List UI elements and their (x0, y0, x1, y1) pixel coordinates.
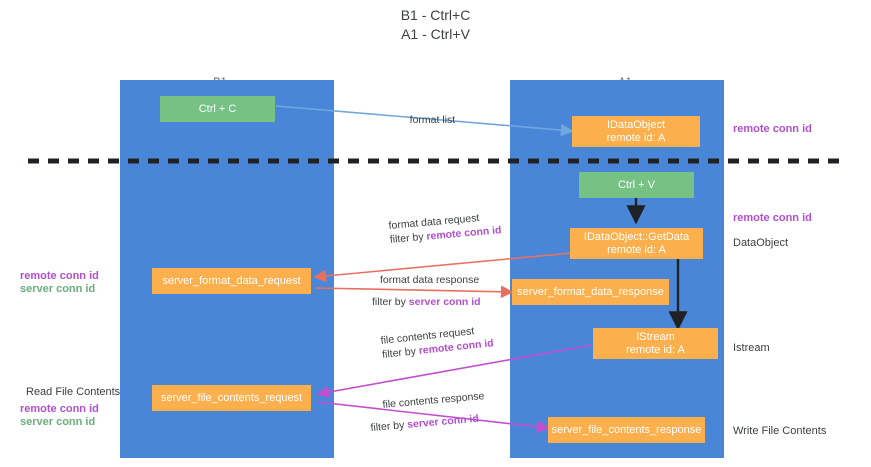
annotation-write-file-contents: Write File Contents (733, 425, 827, 437)
edge-label-format-data-response: format data response filter by server co… (372, 273, 481, 309)
annotation-istream: Istream (733, 342, 770, 354)
edge-label-file-contents-response-filter: filter by server conn id (370, 411, 487, 435)
node-getdata-subtitle: remote id: A (607, 243, 666, 256)
filter-prefix: filter by (372, 296, 409, 308)
node-server-file-contents-request-label: server_file_contents_request (160, 391, 303, 404)
node-server-file-contents-request[interactable]: server_file_contents_request (152, 385, 311, 411)
filter-prefix: filter by (389, 230, 427, 246)
node-server-format-data-response-label: server_format_data_response (517, 285, 664, 298)
annotation-left-server-conn-id-2: server conn id (20, 416, 96, 428)
node-ctrl-c[interactable]: Ctrl + C (160, 96, 275, 122)
node-server-file-contents-response[interactable]: server_file_contents_response (548, 417, 705, 443)
node-ctrl-v[interactable]: Ctrl + V (579, 172, 694, 198)
node-idataobject[interactable]: IDataObject remote id: A (572, 116, 700, 147)
filter-prefix: filter by (370, 418, 408, 435)
filter-key-server-conn-id: server conn id (408, 296, 481, 308)
edge-label-file-contents-response: file contents response filter by server … (370, 389, 487, 434)
node-idataobject-title: IDataObject (606, 118, 666, 131)
edge-label-format-list: format list (398, 99, 456, 141)
page-title: B1 - Ctrl+C A1 - Ctrl+V (400, 7, 471, 42)
edge-label-format-data-response-filter: filter by server conn id (372, 295, 481, 309)
node-server-format-data-response[interactable]: server_format_data_response (512, 279, 669, 305)
node-server-format-data-request-label: server_format_data_request (162, 274, 301, 287)
node-server-format-data-request[interactable]: server_format_data_request (152, 268, 311, 294)
annotation-left-remote-conn-id-2: remote conn id (20, 403, 99, 415)
node-getdata-title: IDataObject::GetData (583, 230, 690, 243)
edge-label-file-contents-request: file contents request filter by remote c… (380, 322, 494, 362)
annotation-remote-conn-id-top: remote conn id (733, 123, 812, 135)
annotation-left-server-conn-id: server conn id (20, 283, 96, 295)
node-ctrl-v-label: Ctrl + V (618, 178, 655, 191)
filter-prefix: filter by (381, 345, 420, 361)
node-idataobject-subtitle: remote id: A (606, 131, 666, 144)
annotation-read-file-contents: Read File Contents (26, 386, 121, 398)
node-istream-title: IStream (636, 330, 675, 343)
node-istream-subtitle: remote id: A (626, 343, 685, 356)
edge-label-format-data-response-text: format data response (380, 274, 480, 286)
edge-label-file-contents-response-text: file contents response (382, 390, 485, 411)
node-istream[interactable]: IStream remote id: A (593, 328, 718, 359)
edge-label-format-data-request: format data request filter by remote con… (388, 209, 502, 247)
annotation-remote-conn-id-mid: remote conn id (733, 212, 812, 224)
node-ctrl-c-label: Ctrl + C (198, 102, 237, 115)
node-server-file-contents-response-label: server_file_contents_response (551, 423, 702, 436)
node-idataobject-getdata[interactable]: IDataObject::GetData remote id: A (570, 228, 703, 259)
edge-label-format-list-text: format list (409, 114, 456, 126)
filter-key-server-conn-id: server conn id (406, 412, 480, 431)
annotation-left-remote-conn-id: remote conn id (20, 270, 99, 282)
annotation-dataobject: DataObject (733, 237, 789, 249)
